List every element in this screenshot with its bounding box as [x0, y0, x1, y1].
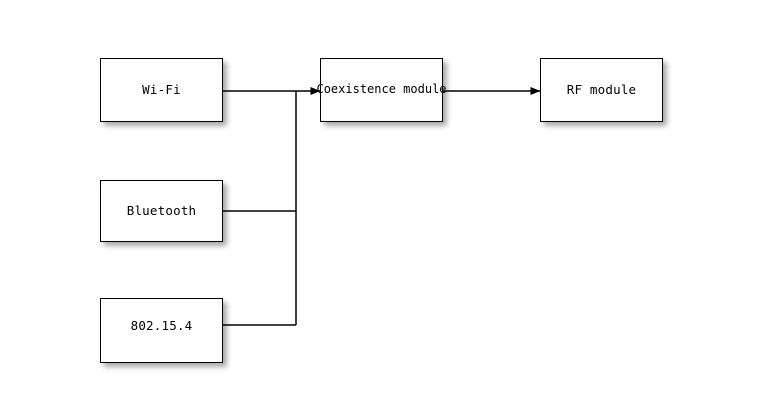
- block-rf-module[interactable]: RF module: [540, 58, 663, 122]
- block-bluetooth[interactable]: Bluetooth: [100, 180, 223, 242]
- block-rf-module-label: RF module: [566, 82, 637, 98]
- block-802-15-4[interactable]: 802.15.4: [100, 298, 223, 363]
- block-coexistence-module-label: Coexistence module: [316, 82, 447, 97]
- block-wifi[interactable]: Wi-Fi: [100, 58, 223, 122]
- block-coexistence-module[interactable]: Coexistence module: [316, 58, 447, 122]
- block-802-15-4-label: 802.15.4: [130, 317, 193, 333]
- block-wifi-label: Wi-Fi: [142, 82, 181, 98]
- block-bluetooth-label: Bluetooth: [126, 203, 197, 219]
